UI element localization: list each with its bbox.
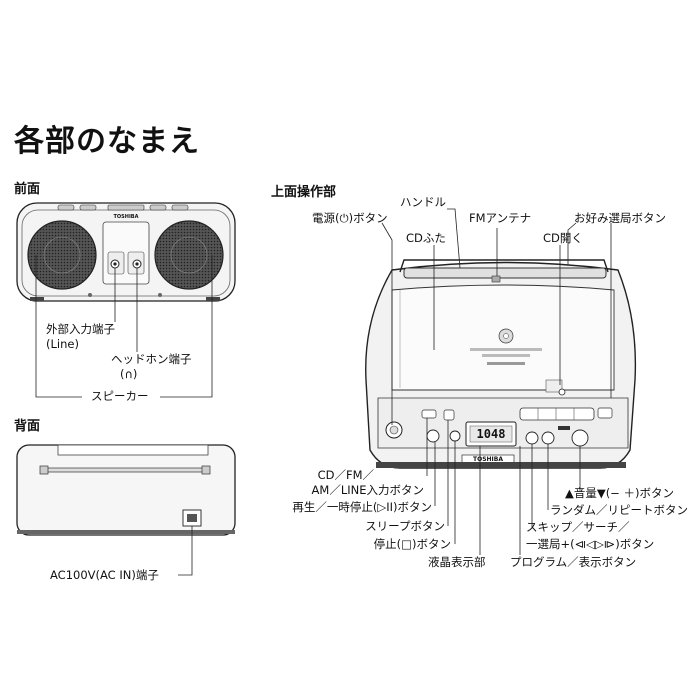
play-pause-label: 再生／一時停止(▷II)ボタン (292, 500, 432, 514)
headphone-label-1: ヘッドホン端子 (111, 352, 192, 366)
speaker-label: スピーカー (91, 389, 149, 403)
stop-label: 停止(□)ボタン (373, 537, 451, 551)
cd-open-label: CD開く (543, 231, 583, 245)
program-label: プログラム／表示ボタン (510, 555, 637, 569)
top-view (365, 208, 637, 555)
skip-label-1: スキップ／サーチ／ (526, 520, 630, 534)
headphone-label-2: (∩) (120, 367, 138, 381)
lcd-label: 液晶表示部 (428, 555, 486, 569)
power-label: 電源(⏻)ボタン (312, 211, 388, 225)
line-in-label-2: (Line) (46, 337, 79, 351)
fm-antenna-label: FMアンテナ (469, 211, 532, 225)
ac-in-label: AC100V(AC IN)端子 (50, 568, 159, 582)
cd-lid-label: CDふた (406, 231, 446, 245)
volume-label: ▲音量▼(− ＋)ボタン (565, 486, 674, 500)
left-speaker (27, 220, 97, 290)
page-title: 各部のなまえ (14, 124, 200, 159)
right-speaker (154, 220, 224, 290)
lcd-readout: 1048 (476, 427, 506, 441)
random-label: ランダム／リピートボタン (550, 503, 688, 517)
back-view (16, 444, 236, 576)
source-label-2: AM／LINE入力ボタン (311, 483, 424, 497)
front-brand-logo: TOSHIBA (113, 214, 139, 220)
favorite-label: お好み選局ボタン (574, 211, 666, 225)
front-heading: 前面 (14, 182, 41, 197)
front-view (16, 202, 236, 398)
top-heading: 上面操作部 (271, 185, 337, 200)
skip-label-2: 一選局+(⧏◁▷⧐)ボタン (526, 537, 655, 551)
top-brand-logo: TOSHIBA (473, 456, 503, 463)
source-label-1: CD／FM／ (317, 468, 374, 482)
back-heading: 背面 (14, 419, 41, 434)
handle-label: ハンドル (400, 195, 446, 209)
sleep-label: スリープボタン (365, 519, 445, 533)
line-in-label-1: 外部入力端子 (46, 322, 115, 336)
